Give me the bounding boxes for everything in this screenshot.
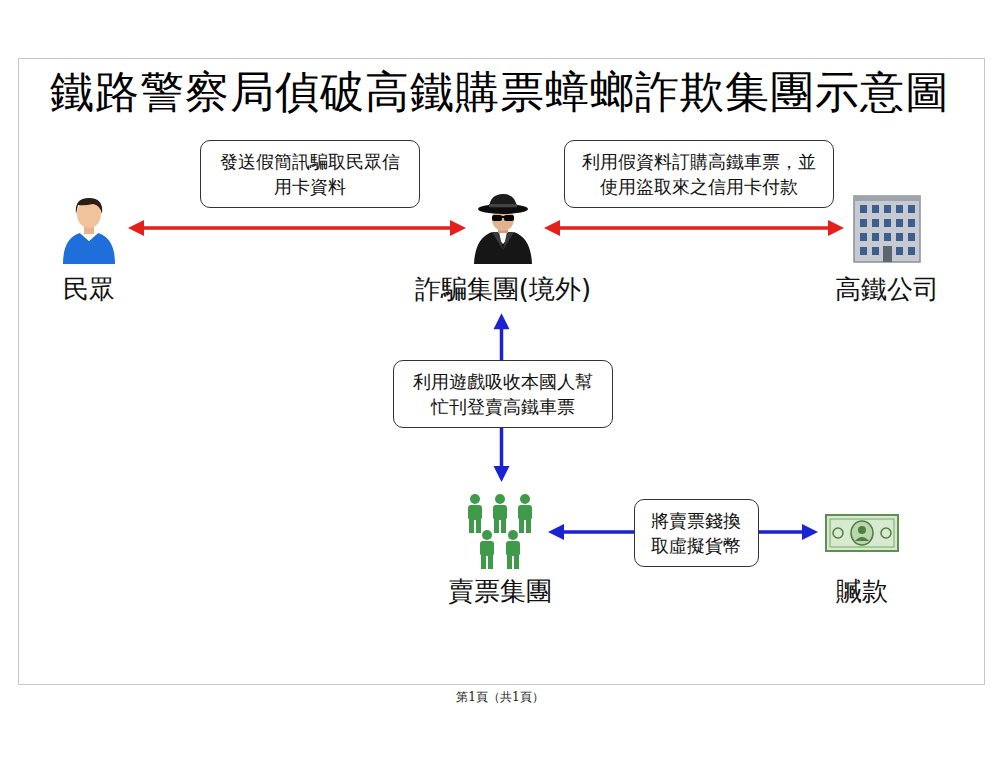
edge-label: 利用遊戲吸收本國人幫 忙刊登賣高鐵車票 bbox=[408, 369, 598, 419]
edge-label-box: 將賣票錢換 取虛擬貨幣 bbox=[634, 499, 759, 567]
citizen-icon bbox=[60, 192, 118, 264]
connector-line bbox=[142, 226, 452, 230]
actor-label: 高鐵公司 bbox=[835, 274, 939, 305]
arrow-head bbox=[494, 466, 510, 482]
arrow-head bbox=[828, 220, 844, 236]
fraud-ring-icon bbox=[472, 192, 534, 264]
arrow-head bbox=[548, 524, 564, 540]
edge-label: 將賣票錢換 取虛擬貨幣 bbox=[649, 508, 744, 558]
banknote-icon bbox=[824, 512, 900, 554]
connector-line bbox=[558, 226, 830, 230]
actor-label: 賣票集團 bbox=[448, 576, 552, 607]
diagram-title: 鐵路警察局偵破高鐵購票蟑螂詐欺集團示意圖 bbox=[0, 66, 1000, 119]
actor-node: 賣票集團 bbox=[462, 494, 538, 570]
building-icon bbox=[850, 192, 924, 264]
edge-label-box: 發送假簡訊騙取民眾信 用卡資料 bbox=[200, 140, 420, 208]
ticket-seller-group-icon bbox=[462, 494, 538, 570]
actor-label: 贓款 bbox=[836, 576, 888, 607]
connector-arrow bbox=[128, 220, 466, 236]
actor-node: 贓款 bbox=[824, 512, 900, 554]
page-footer: 第1頁（共1頁） bbox=[0, 689, 1000, 706]
actor-node: 詐騙集團(境外) bbox=[472, 192, 534, 264]
actor-node: 高鐵公司 bbox=[850, 192, 924, 264]
edge-label: 利用假資料訂購高鐵車票，並 使用盜取來之信用卡付款 bbox=[579, 149, 819, 199]
connector-arrow bbox=[544, 220, 844, 236]
actor-node: 民眾 bbox=[60, 192, 118, 264]
actor-label: 民眾 bbox=[63, 274, 115, 305]
arrow-head bbox=[450, 220, 466, 236]
edge-label-box: 利用遊戲吸收本國人幫 忙刊登賣高鐵車票 bbox=[393, 360, 613, 428]
arrow-head bbox=[494, 313, 510, 329]
arrow-head bbox=[128, 220, 144, 236]
edge-label-box: 利用假資料訂購高鐵車票，並 使用盜取來之信用卡付款 bbox=[564, 140, 834, 208]
edge-label: 發送假簡訊騙取民眾信 用卡資料 bbox=[215, 149, 405, 199]
actor-label: 詐騙集團(境外) bbox=[415, 274, 591, 305]
arrow-head bbox=[544, 220, 560, 236]
arrow-head bbox=[802, 524, 818, 540]
